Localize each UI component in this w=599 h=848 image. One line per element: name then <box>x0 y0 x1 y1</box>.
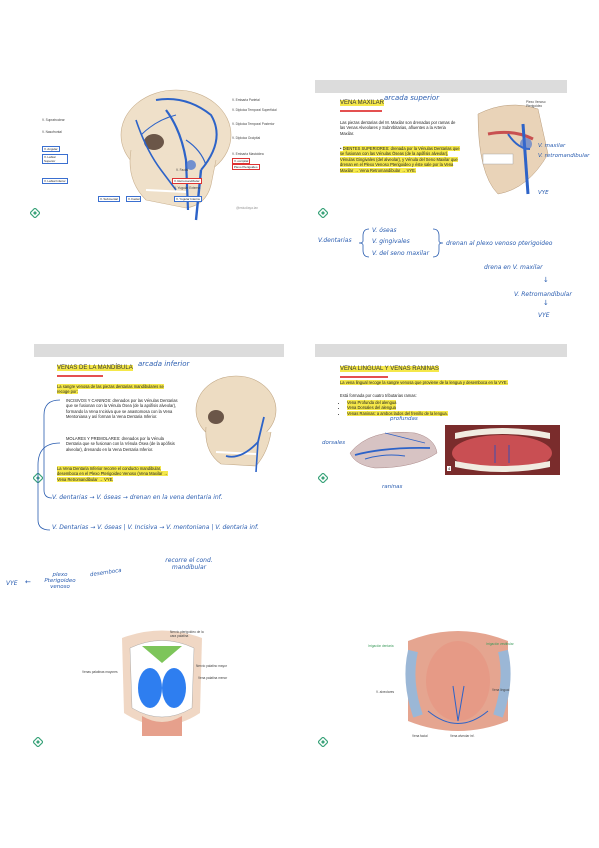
slide-1: V. Emisaria Parietal V. Diploica Tempora… <box>36 80 286 225</box>
arrow-down-icon: ↓ <box>543 276 549 284</box>
label-right-10: V. Yugular Externa <box>174 186 201 190</box>
slide-3-bullet-1: INCISIVOS Y CANINOS: drenados por las Vé… <box>66 398 178 420</box>
photo-tag: 4 <box>447 466 452 471</box>
slide-2-title: VENA MAXILAR <box>340 100 385 106</box>
label-right-5: V. Emisaria Mastoidea <box>232 152 264 156</box>
notes2-drenan: drenan al plexo venoso pterigoideo <box>446 240 553 247</box>
tongue-veins-illustration <box>349 432 438 469</box>
slide-3-underline <box>57 375 103 377</box>
slide-2-bullet: • DIENTES SUPERIORES: drenada por la Vén… <box>340 146 460 173</box>
notes2-brace <box>358 228 370 258</box>
logo-icon <box>318 208 328 218</box>
label-left-3: V. Angular <box>42 146 60 152</box>
label-right-3: V. Diploica Temporal Posterior <box>232 122 275 126</box>
notes2-left: V.dentarias <box>318 237 352 244</box>
fig6-label-5: Vena facial <box>412 734 428 738</box>
slide-3-title: VENAS DE LA MANDÍBULA <box>57 365 133 371</box>
fig6-label-4: Vena lingual <box>492 688 510 692</box>
fig5-label-1: Nervio pterigoideo de la cara palatina <box>170 630 204 639</box>
ink-raninas: raninas <box>382 484 403 490</box>
fig5-label-2: Venas palatinas mayores <box>82 670 118 674</box>
label-left-7: V. Facial <box>126 196 142 202</box>
maxillary-vein-illustration <box>468 94 578 204</box>
list-item: Vena Profunda del alengua <box>347 400 547 405</box>
fig2-ink-vye: VYE <box>538 190 549 196</box>
slide-2-paragraph: Las piezas dentarias del M. Maxilar son … <box>340 120 456 136</box>
notes3-recorre: recorre el cond. mandibular <box>165 557 213 571</box>
label-right-1: V. Emisaria Parietal <box>232 98 260 102</box>
notes3-desemboca: desemboca <box>89 567 122 579</box>
label-right-11: V. Yugular Interna <box>174 196 202 202</box>
notes2-item-3: V. del seno maxilar <box>372 250 430 257</box>
notes3-connectors <box>37 399 61 531</box>
fig6-label-1: Irrigación dentaria <box>368 644 394 648</box>
label-left-5: V. Labial Inferior <box>42 178 68 184</box>
slide-2-header-bar <box>315 80 567 93</box>
label-right-6: V. occipital <box>232 158 251 164</box>
arrow-left-icon: ← <box>25 578 31 586</box>
slide-3-bullet-3: La Vena Dentaria Inferior recorre el con… <box>57 466 168 482</box>
notes3-vye: VYE <box>6 580 18 587</box>
bullet-dot: • <box>340 146 343 151</box>
slide-4-lead: Está formada por cuatro tributarias rama… <box>340 393 417 398</box>
ink-dorsales: dorsales <box>322 440 346 446</box>
credit: @estudiaya.lan <box>236 206 259 210</box>
slide-4-paragraph: La vena lingual recoge la sangre venosa … <box>340 380 508 385</box>
notes2-chain-3: VYE <box>538 312 550 319</box>
oral-cavity-illustration <box>405 631 511 731</box>
notes3-plexo: plexo Pterigoideo venoso <box>44 572 76 590</box>
mouth-photo <box>445 425 560 475</box>
fig2-label-1: Plexo Venoso Pterigoideo <box>526 100 546 109</box>
list-item: Vena Dorsales del alengua <box>347 405 547 411</box>
slide-4-header-bar <box>315 344 567 357</box>
fig5-label-4: Vena palatina menor <box>198 676 228 680</box>
label-right-8: V. Facial <box>176 168 189 172</box>
notes2-item-1: V. óseas <box>372 227 397 234</box>
fig6-label-3: V. alveolares <box>376 690 395 694</box>
notes2-item-2: V. gingivales <box>372 238 410 245</box>
label-left-4: V. Labial Superior <box>42 154 68 164</box>
list-item: Venas Raninas: a ambos lados del frenill… <box>347 410 547 416</box>
label-right-9: V. Retromandibular <box>172 178 202 184</box>
slide-4-list: Vena Profunda del alengua Vena Dorsales … <box>340 400 547 416</box>
slide-3-intro: La sangre venosa de las piezas dentarias… <box>57 384 164 395</box>
fig6-label-6: Vena alveolar inf. <box>450 734 475 738</box>
logo-icon <box>30 208 40 218</box>
slide-2-annotation: arcada superior <box>384 94 440 102</box>
logo-icon <box>33 737 43 747</box>
slide-3-header-bar <box>34 344 284 357</box>
fig2-ink-retromandibular: V. retromandibular <box>538 153 590 159</box>
fig2-ink-maxilar: V. maxilar <box>538 143 566 149</box>
fig5-label-3: Nervio palatino mayor <box>196 664 228 668</box>
ink-profundas: profundas <box>390 416 418 422</box>
label-left-6: V. Submental <box>98 196 120 202</box>
mandible-skull-illustration <box>195 375 277 472</box>
notes3-line2: V. Dentarias → V. óseas | V. Incisiva → … <box>52 524 259 531</box>
logo-icon <box>318 737 328 747</box>
label-right-7: Plexo Pterigoideo <box>232 164 260 170</box>
logo-icon <box>318 473 328 483</box>
label-left-2: V. Nasofrontal <box>42 130 62 134</box>
slide-3-annotation: arcada inferior <box>138 360 190 368</box>
notes2-brace-right <box>432 228 444 258</box>
label-right-2: V. Diploica Temporal Superficial <box>232 108 277 112</box>
notes3-line1: V. dentarias → V. óseas → drenan en la v… <box>52 494 223 501</box>
slide-2-underline <box>340 110 382 112</box>
fig6-label-2: Irrigación vestibular <box>486 642 514 646</box>
arrow-down-icon: ↓ <box>543 299 549 307</box>
label-left-1: V. Supratroclear <box>42 118 65 122</box>
palate-illustration <box>122 630 202 736</box>
slide-4-underline <box>340 376 388 378</box>
slide-3-bullet-2: MOLARES Y PREMOLARES: drenados por la Vé… <box>66 436 175 452</box>
notes2-chain-1: drena en V. maxilar <box>484 264 543 271</box>
slide-4-title: VENA LINGUAL Y VENAS RANINAS <box>340 366 439 372</box>
notes2-chain-2: V. Retromandibular <box>514 291 572 298</box>
label-right-4: V. Diploica Occipital <box>232 136 261 140</box>
